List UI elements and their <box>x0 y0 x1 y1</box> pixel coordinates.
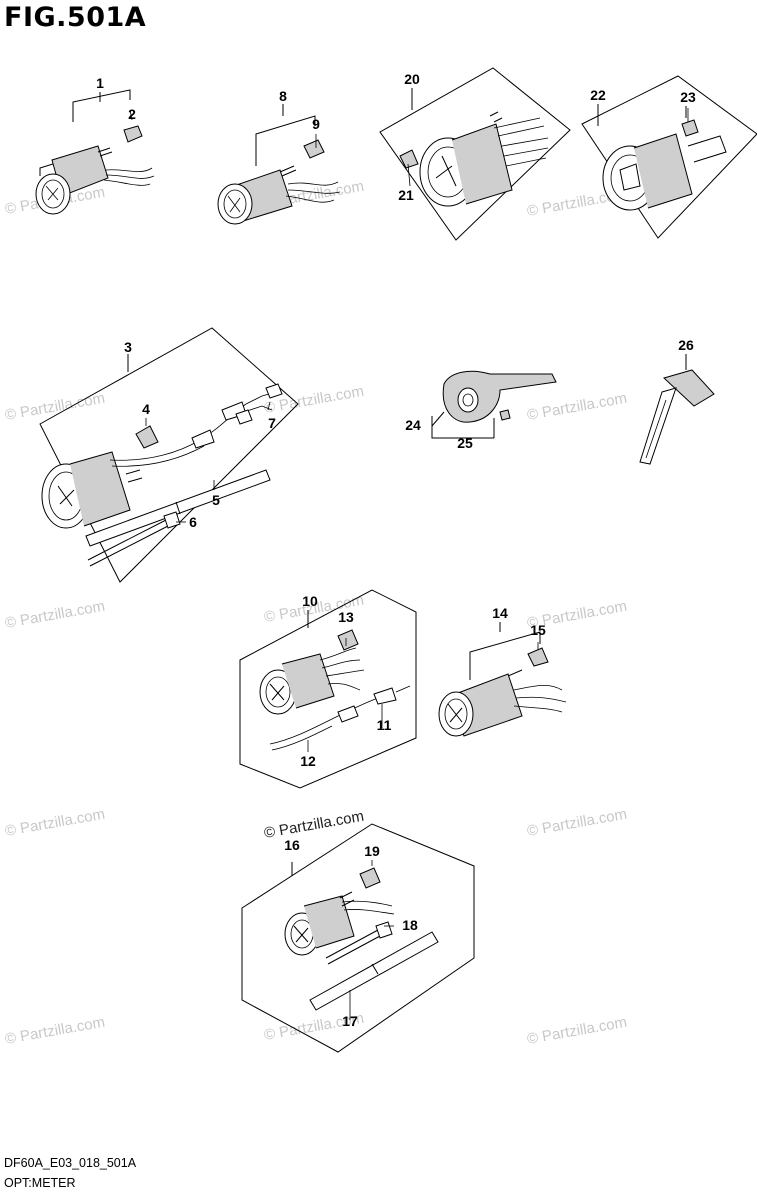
part-group-16 <box>241 823 475 1053</box>
callout-8: 8 <box>279 88 287 104</box>
callout-11: 11 <box>377 717 392 733</box>
callout-18: 18 <box>402 917 418 933</box>
bulb-icon <box>527 647 549 667</box>
bulb-icon <box>135 425 159 449</box>
callout-19: 19 <box>364 843 380 859</box>
connector-icon <box>265 383 283 399</box>
part-group-10 <box>239 589 417 789</box>
callout-1: 1 <box>96 75 104 91</box>
callout-23: 23 <box>680 89 696 105</box>
connector-icon <box>373 687 397 705</box>
bulb-icon <box>399 149 419 169</box>
callout-22: 22 <box>590 87 606 103</box>
callout-numbers: 1 2 3 4 5 6 7 8 9 10 11 12 13 14 15 16 1… <box>96 71 696 1029</box>
screw-icon <box>499 409 511 421</box>
bracket-icon <box>457 387 479 413</box>
gauge-face-icon <box>217 183 253 225</box>
watermark-13: © Partzilla.com <box>4 1014 106 1048</box>
sender-icon <box>663 369 715 407</box>
figure-subtitle: OPT:METER <box>4 1176 76 1190</box>
tube-icon <box>309 931 439 1011</box>
callout-2: 2 <box>128 106 136 122</box>
watermark-11: © Partzilla.com <box>263 808 365 842</box>
callout-17: 17 <box>342 1013 358 1029</box>
callout-21: 21 <box>398 187 414 203</box>
watermark-10: © Partzilla.com <box>4 806 106 840</box>
callout-20: 20 <box>404 71 420 87</box>
bulb-icon <box>681 119 699 137</box>
callout-24: 24 <box>405 417 421 433</box>
gauge-face-icon <box>444 698 468 730</box>
bulb-icon <box>123 125 143 143</box>
callout-14: 14 <box>492 605 508 621</box>
watermark-6: © Partzilla.com <box>526 390 628 424</box>
callout-leaders <box>129 108 689 1020</box>
callout-12: 12 <box>300 753 316 769</box>
part-group-22 <box>581 75 757 239</box>
part-group-14 <box>438 622 567 737</box>
part-group-3 <box>39 327 299 583</box>
watermark-4: © Partzilla.com <box>4 390 106 424</box>
callout-10: 10 <box>302 593 318 609</box>
part-group-1 <box>35 89 155 215</box>
callout-5: 5 <box>212 492 220 508</box>
watermark-15: © Partzilla.com <box>526 1014 628 1048</box>
callout-9: 9 <box>312 116 320 132</box>
figure-code: DF60A_E03_018_501A <box>4 1156 137 1170</box>
callout-4: 4 <box>142 401 150 417</box>
callout-6: 6 <box>189 514 197 530</box>
callout-3: 3 <box>124 339 132 355</box>
callout-13: 13 <box>338 609 354 625</box>
part-group-24 <box>431 370 557 439</box>
callout-25: 25 <box>457 435 473 451</box>
callout-26: 26 <box>678 337 694 353</box>
callout-7: 7 <box>268 415 276 431</box>
part-group-8 <box>217 104 341 225</box>
part-group-26 <box>639 354 715 465</box>
watermark-7: © Partzilla.com <box>4 598 106 632</box>
bulb-icon <box>337 629 359 651</box>
gauge-face-icon <box>265 676 291 708</box>
figure-title: FIG.501A <box>4 2 147 33</box>
bulb-icon <box>359 867 381 889</box>
callout-15: 15 <box>530 622 546 638</box>
callout-16: 16 <box>284 837 300 853</box>
bulb-icon <box>303 139 325 159</box>
part-group-20 <box>379 67 571 241</box>
watermark-12: © Partzilla.com <box>526 806 628 840</box>
